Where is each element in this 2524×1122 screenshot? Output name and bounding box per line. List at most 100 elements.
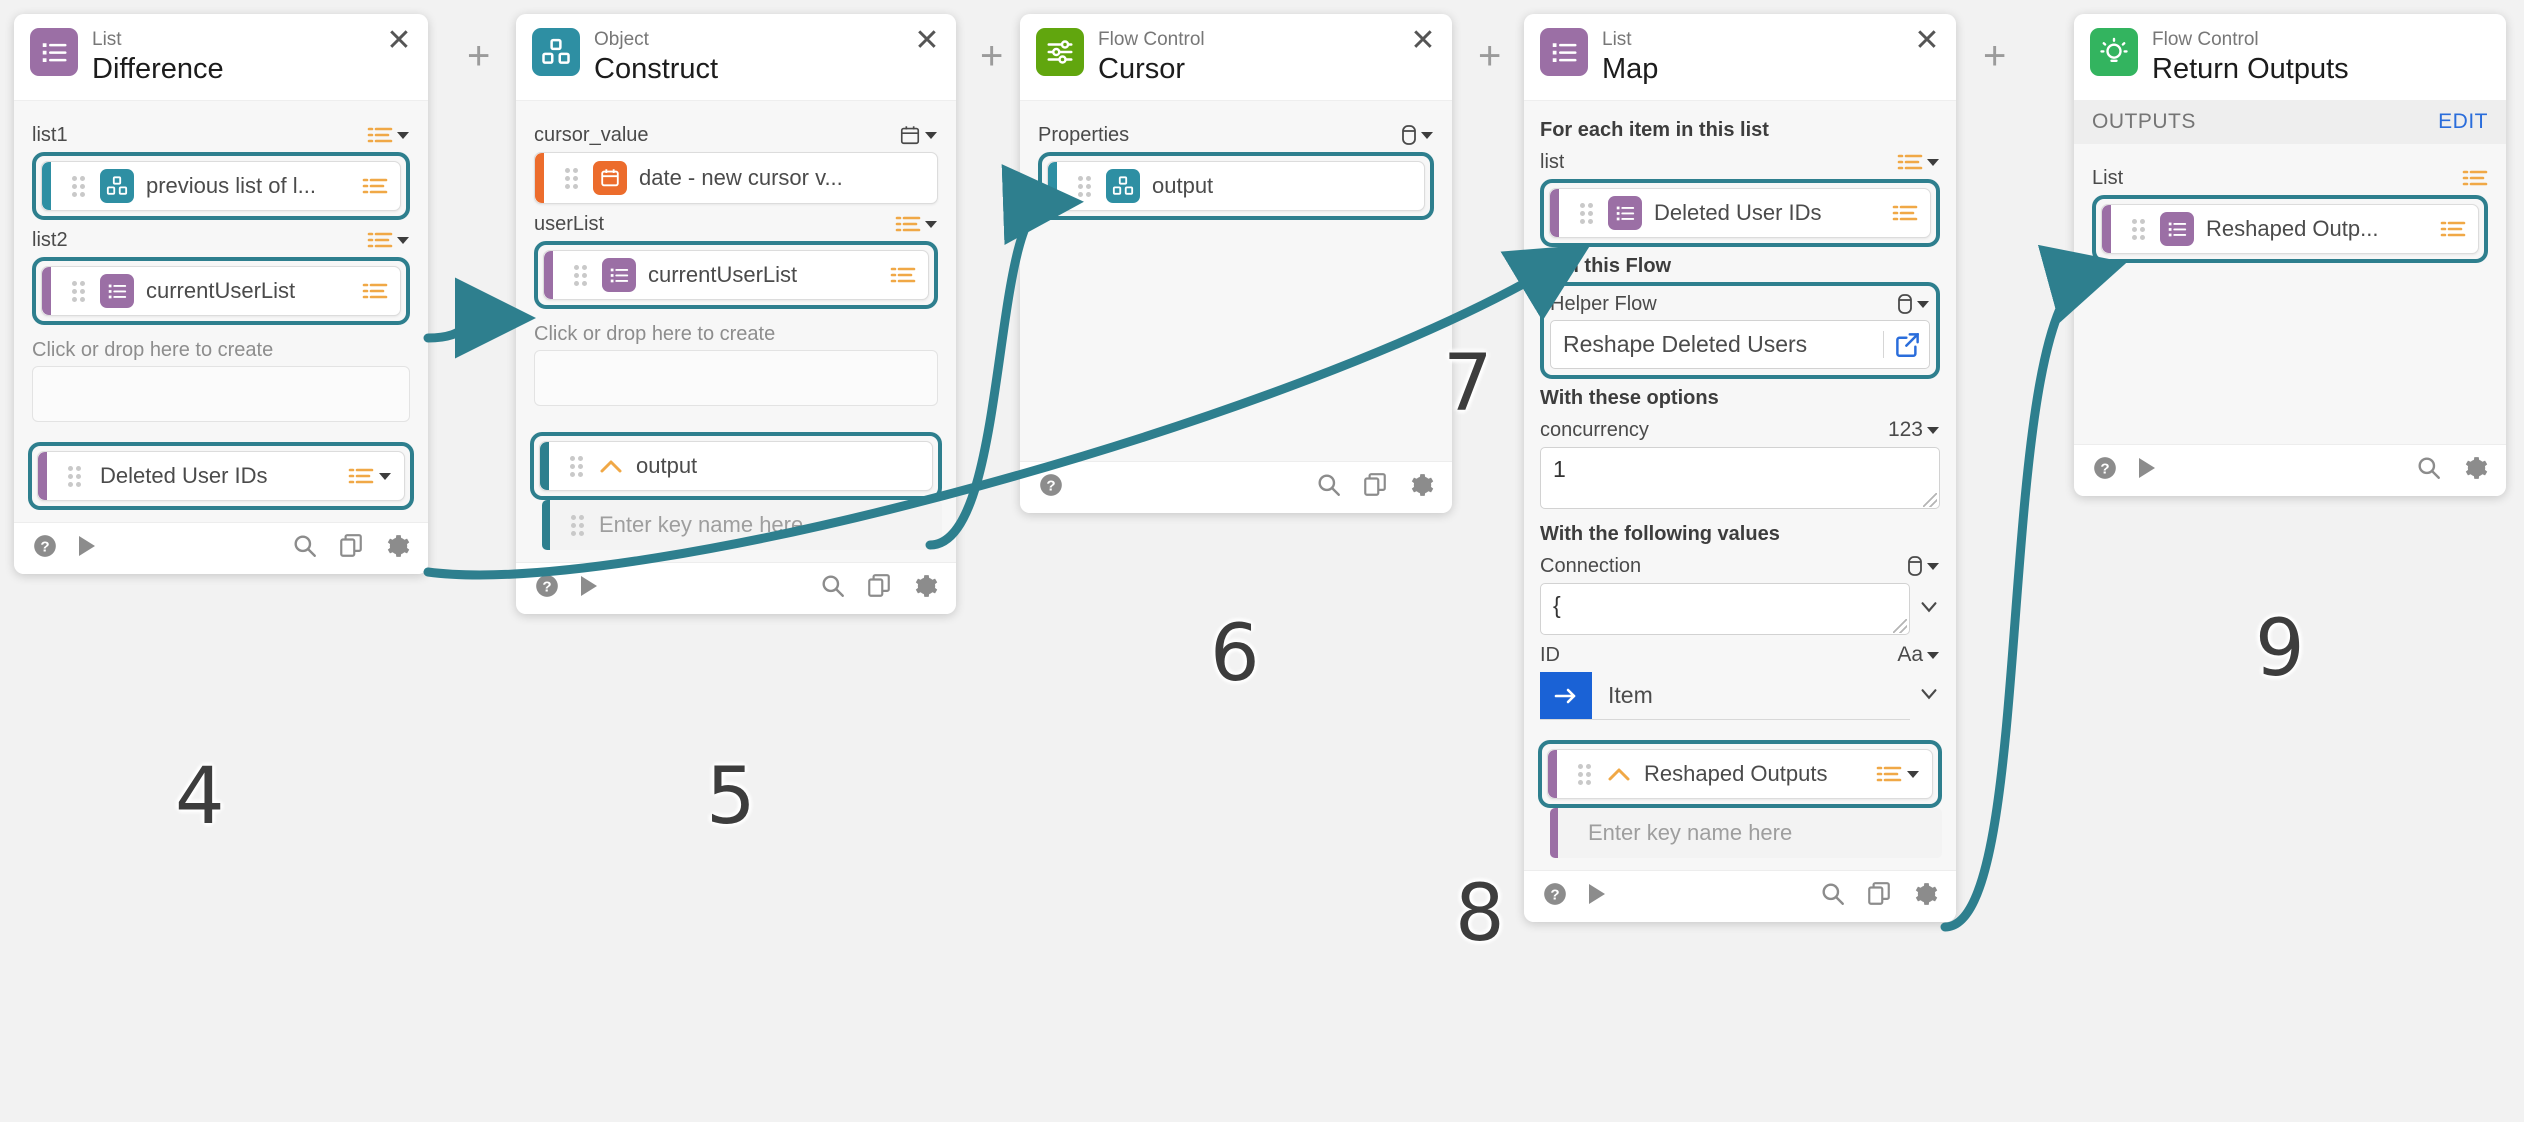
gear-icon[interactable]: [1912, 881, 1938, 912]
close-icon[interactable]: ✕: [1410, 24, 1436, 57]
drag-handle[interactable]: [1580, 203, 1596, 225]
list-type-icon[interactable]: [367, 125, 410, 145]
close-icon[interactable]: ✕: [386, 24, 412, 57]
list-type-icon[interactable]: [1876, 764, 1920, 784]
drag-handle[interactable]: [565, 168, 581, 190]
card-flow-control-cursor[interactable]: Flow Control Cursor ✕ Properties: [1020, 14, 1452, 514]
drag-handle[interactable]: [72, 176, 88, 198]
key-name-input[interactable]: Enter key name here: [1550, 808, 1942, 859]
drag-handle[interactable]: [68, 466, 84, 488]
resize-handle-icon[interactable]: [1923, 493, 1937, 508]
card-category: List: [1602, 29, 1632, 50]
help-icon[interactable]: ?: [2092, 455, 2118, 486]
sliders-icon: [1036, 28, 1084, 76]
help-icon[interactable]: ?: [1038, 472, 1064, 503]
copy-icon[interactable]: [1866, 881, 1892, 912]
field-label-cursor-value: cursor_value: [534, 123, 938, 147]
chip-deleted-user-ids[interactable]: Deleted User IDs: [1549, 188, 1931, 239]
selection-ring: Helper Flow Reshape Deleted Users: [1540, 282, 1940, 380]
run-icon[interactable]: [1586, 882, 1608, 911]
list-type-icon: [1892, 203, 1918, 223]
card-list-difference[interactable]: List Difference ✕ list1: [14, 14, 428, 575]
copy-icon[interactable]: [1362, 472, 1388, 503]
chip-reshaped-outputs[interactable]: Reshaped Outputs: [1547, 749, 1933, 800]
drop-zone[interactable]: [534, 350, 938, 407]
help-icon[interactable]: ?: [1542, 881, 1568, 912]
card-object-construct[interactable]: Object Construct ✕ cursor_value: [516, 14, 956, 615]
list-type-icon[interactable]: [1897, 152, 1940, 172]
key-name-placeholder: Enter key name here: [1588, 820, 1793, 846]
chip-current-user-list[interactable]: currentUserList: [41, 266, 401, 317]
step-number-8: 8: [1455, 869, 1505, 959]
card-list-map[interactable]: List Map ✕ For each item in this list li…: [1524, 14, 1956, 923]
chip-output-deleted-user-ids[interactable]: Deleted User IDs: [37, 451, 405, 502]
drag-handle[interactable]: [72, 281, 88, 303]
card-flow-control-return-outputs[interactable]: Flow Control Return Outputs OUTPUTS EDIT…: [2074, 14, 2506, 497]
drop-zone[interactable]: [32, 366, 410, 423]
search-icon[interactable]: [820, 573, 846, 604]
chip-reshaped-outputs[interactable]: Reshaped Outp...: [2101, 204, 2479, 255]
database-type-icon[interactable]: [1401, 124, 1434, 146]
list-type-icon[interactable]: [348, 466, 392, 486]
chevron-down-icon[interactable]: [1918, 596, 1940, 623]
add-card-button[interactable]: +: [1983, 34, 2007, 78]
chip-date-new-cursor-value[interactable]: date - new cursor v...: [534, 152, 938, 205]
chevron-down-icon[interactable]: [1918, 683, 1940, 710]
arrow-right-icon: [1540, 672, 1592, 720]
chip-label: currentUserList: [146, 278, 296, 304]
run-icon[interactable]: [578, 574, 600, 603]
chip-output[interactable]: output: [539, 441, 933, 492]
gear-icon[interactable]: [384, 533, 410, 564]
search-icon[interactable]: [292, 533, 318, 564]
gear-icon[interactable]: [1408, 472, 1434, 503]
close-icon[interactable]: ✕: [1914, 24, 1940, 57]
database-type-icon[interactable]: [1897, 293, 1930, 315]
selection-ring: previous list of l...: [32, 152, 410, 221]
card-footer: ?: [516, 562, 956, 615]
key-name-input[interactable]: Enter key name here: [542, 500, 942, 551]
resize-handle-icon[interactable]: [1893, 619, 1907, 634]
add-card-button[interactable]: +: [980, 34, 1004, 78]
field-name: list2: [32, 228, 68, 251]
chip-output[interactable]: output: [1047, 161, 1425, 212]
drag-handle[interactable]: [1578, 764, 1594, 786]
gear-icon[interactable]: [912, 573, 938, 604]
card-footer: ?: [1020, 461, 1452, 514]
help-icon[interactable]: ?: [534, 573, 560, 604]
text-type-icon[interactable]: Aa: [1897, 643, 1940, 667]
search-icon[interactable]: [1316, 472, 1342, 503]
field-label-id: ID Aa: [1540, 643, 1940, 667]
number-type-icon[interactable]: 123: [1888, 418, 1940, 442]
list-type-icon[interactable]: [367, 230, 410, 250]
chip-previous-list[interactable]: previous list of l...: [41, 161, 401, 212]
chip-label: previous list of l...: [146, 173, 316, 199]
field-label-concurrency: concurrency 123: [1540, 418, 1940, 442]
database-type-icon[interactable]: [1907, 555, 1940, 577]
id-value-field[interactable]: Item: [1540, 672, 1910, 721]
copy-icon[interactable]: [866, 573, 892, 604]
add-card-button[interactable]: +: [1478, 34, 1502, 78]
search-icon[interactable]: [2416, 455, 2442, 486]
list-type-icon[interactable]: [895, 214, 938, 234]
run-icon[interactable]: [76, 534, 98, 563]
close-icon[interactable]: ✕: [914, 24, 940, 57]
drag-handle[interactable]: [570, 456, 586, 478]
search-icon[interactable]: [1820, 881, 1846, 912]
copy-icon[interactable]: [338, 533, 364, 564]
drag-handle[interactable]: [2132, 219, 2148, 241]
add-card-button[interactable]: +: [467, 34, 491, 78]
chip-current-user-list[interactable]: currentUserList: [543, 250, 929, 301]
help-icon[interactable]: ?: [32, 533, 58, 564]
external-link-icon[interactable]: [1883, 331, 1921, 359]
calendar-type-icon[interactable]: [899, 124, 938, 146]
concurrency-input[interactable]: 1: [1540, 447, 1940, 510]
text-type-label: Aa: [1897, 643, 1923, 667]
drag-handle[interactable]: [574, 265, 590, 287]
drag-handle[interactable]: [1078, 176, 1094, 198]
helper-flow-select[interactable]: Reshape Deleted Users: [1550, 320, 1930, 370]
drag-handle[interactable]: [571, 515, 587, 537]
connection-input[interactable]: {: [1540, 583, 1910, 636]
run-icon[interactable]: [2136, 456, 2158, 485]
gear-icon[interactable]: [2462, 455, 2488, 486]
edit-button[interactable]: EDIT: [2438, 110, 2488, 134]
